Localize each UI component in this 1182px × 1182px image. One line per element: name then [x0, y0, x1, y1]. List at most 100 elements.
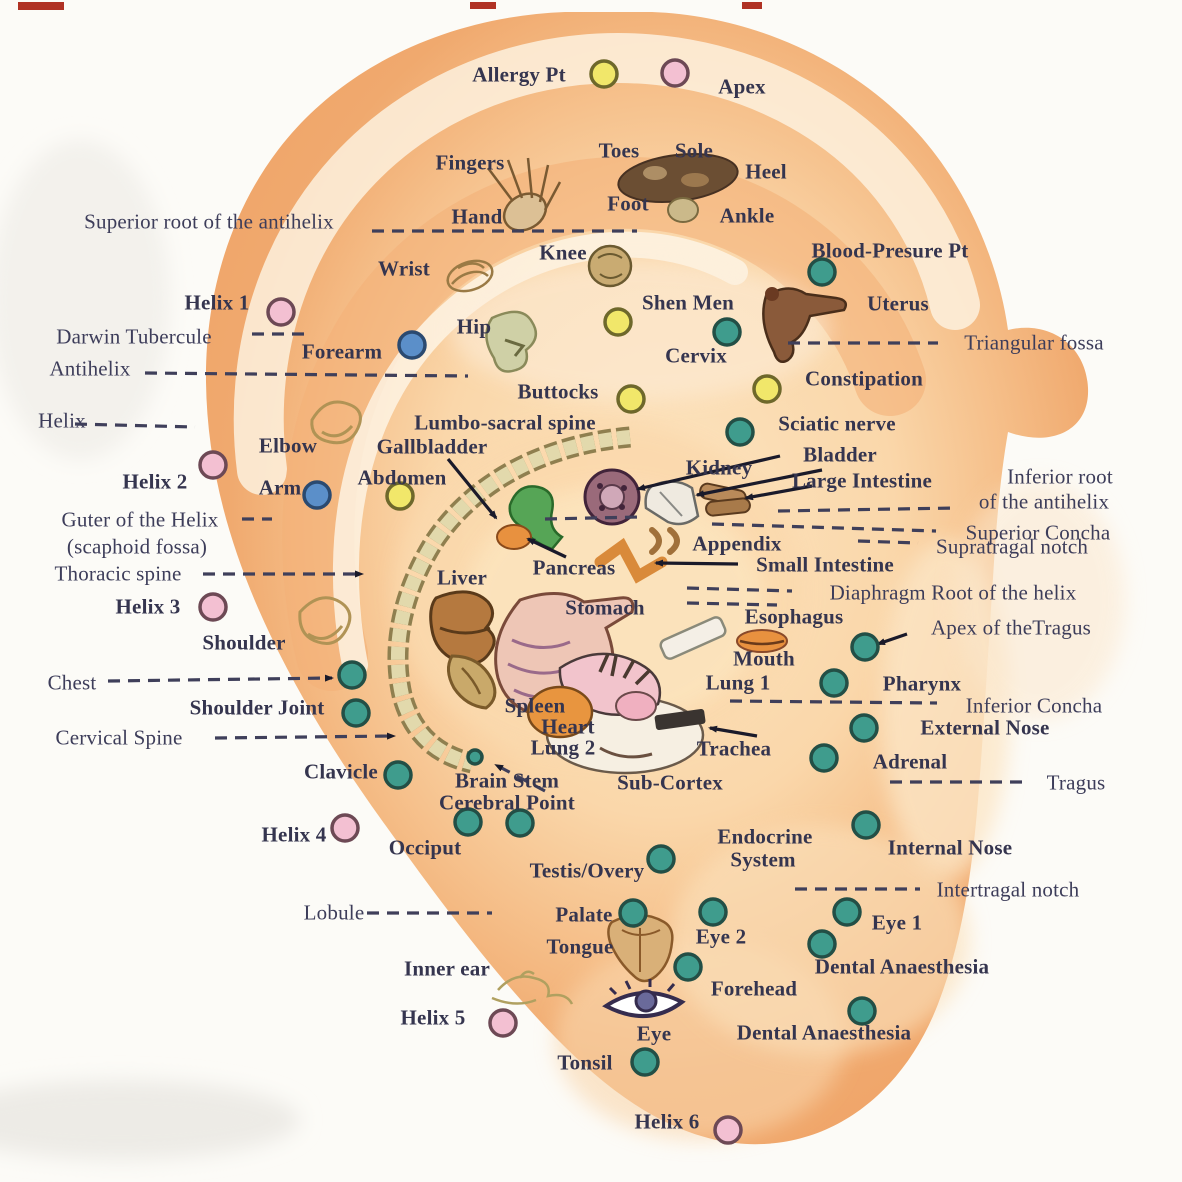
- eye-illustration: [602, 979, 686, 1018]
- ear-antihelix-highlight: [332, 231, 748, 678]
- scan-artifact: [470, 2, 496, 9]
- cervix-point: [712, 317, 742, 347]
- external-nose-point: [849, 713, 879, 743]
- label-helix-6: Helix 6: [634, 1109, 700, 1134]
- label-lung-2: Lung 2: [530, 735, 596, 760]
- leader-superior-concha: [711, 522, 937, 533]
- spleen-illustration: [447, 654, 497, 710]
- arrow-small-intestine: [654, 559, 739, 567]
- label-hand: Hand: [451, 204, 503, 229]
- label-constipation: Constipation: [805, 366, 923, 391]
- label-heart: Heart: [541, 714, 595, 739]
- label-abdomen: Abdomen: [357, 465, 447, 490]
- elbow-illustration: [310, 400, 362, 445]
- label-mouth: Mouth: [733, 646, 795, 671]
- label-supratragal-notch: Supratragal notch: [935, 534, 1089, 559]
- label-lumbo-sacral-spine: Lumbo-sacral spine: [414, 410, 596, 435]
- label-dental-anaesthesia-2: Dental Anaesthesia: [736, 1020, 912, 1045]
- label-triangular-fossa: Triangular fossa: [964, 330, 1104, 355]
- label-arm: Arm: [258, 475, 302, 500]
- label-tonsil: Tonsil: [557, 1050, 613, 1075]
- adrenal-point: [809, 743, 839, 773]
- label-diaphragm-root: Diaphragm Root of the helix: [829, 580, 1077, 605]
- wrist-illustration: [446, 259, 494, 293]
- label-clavicle: Clavicle: [304, 759, 378, 784]
- label-cervical-spine: Cervical Spine: [55, 725, 183, 750]
- dental-anaesthesia-1-point: [807, 929, 837, 959]
- eye-2-point: [698, 897, 728, 927]
- label-small-intestine: Small Intestine: [756, 552, 894, 577]
- label-spleen: Spleen: [504, 693, 566, 718]
- label-bladder: Bladder: [803, 442, 877, 467]
- label-external-nose: External Nose: [920, 715, 1050, 740]
- leader-helix: [74, 422, 196, 429]
- label-apex-of-tragus: Apex of theTragus: [930, 615, 1092, 640]
- mouth-illustration: [736, 629, 788, 653]
- liver-illustration: [429, 590, 496, 666]
- apex-of-tragus-point: [850, 632, 880, 662]
- hand-illustration: [487, 157, 562, 232]
- arrow-bladder-to-bladder: [695, 468, 823, 498]
- ear-fossa-light: [450, 260, 830, 400]
- label-superior-root: Superior root of the antihelix: [84, 209, 334, 234]
- label-helix-3: Helix 3: [115, 594, 181, 619]
- leader-chest: [107, 674, 334, 683]
- inner-ear-illustration: [491, 970, 574, 1005]
- label-esophagus: Esophagus: [744, 604, 844, 629]
- label-hip: Hip: [456, 314, 492, 339]
- label-forehead: Forehead: [710, 976, 798, 1001]
- arrow-large-intestine: [744, 484, 813, 501]
- brain-stem-point: [466, 748, 484, 766]
- label-helix-2: Helix 2: [122, 469, 188, 494]
- label-intertragal-notch: Intertragal notch: [936, 877, 1080, 902]
- label-knee: Knee: [539, 240, 587, 265]
- arrow-trachea: [708, 725, 758, 738]
- blood-presure-point: [807, 257, 837, 287]
- label-sciatic-nerve: Sciatic nerve: [778, 411, 896, 436]
- label-shoulder-joint: Shoulder Joint: [189, 695, 325, 720]
- label-helix-4: Helix 4: [261, 822, 327, 847]
- label-shen-men: Shen Men: [641, 290, 735, 315]
- knee-illustration: [587, 244, 633, 288]
- arrow-bladder-to-kidney: [636, 454, 781, 491]
- label-foot: Foot: [607, 191, 649, 216]
- eye-1-point: [832, 897, 862, 927]
- sciatic-nerve-point: [725, 417, 755, 447]
- label-lung-1: Lung 1: [705, 670, 771, 695]
- shoulder-joint-point: [341, 698, 371, 728]
- helix-3-point: [198, 592, 228, 622]
- label-superior-concha: Superior Concha: [965, 520, 1111, 545]
- arrow-apex-of-tragus: [876, 632, 908, 646]
- label-thoracic-spine: Thoracic spine: [54, 561, 182, 586]
- occiput-point: [453, 807, 483, 837]
- label-large-intestine: Large Intestine: [791, 468, 933, 493]
- scan-artifact: [18, 2, 64, 10]
- label-liver: Liver: [437, 565, 487, 590]
- label-inferior-root-1: Inferior root: [1007, 464, 1113, 489]
- label-blood-presure-pt: Blood-Presure Pt: [811, 238, 969, 263]
- label-sub-cortex: Sub-Cortex: [617, 770, 723, 795]
- buttocks-point: [616, 384, 646, 414]
- helix-4-point: [330, 813, 360, 843]
- label-darwin-tubercule: Darwin Tubercule: [56, 324, 212, 349]
- palate-point: [618, 898, 648, 928]
- label-pharynx: Pharynx: [882, 671, 962, 696]
- label-cervix: Cervix: [665, 343, 727, 368]
- arrow-gallbladder: [446, 457, 498, 520]
- label-testis-overy: Testis/Overy: [529, 858, 645, 883]
- testis-overy-point: [646, 844, 676, 874]
- helix-5-point: [488, 1008, 518, 1038]
- label-helix-5: Helix 5: [400, 1005, 466, 1030]
- page-smudge: [0, 140, 170, 460]
- leader-kidney-underline: [544, 515, 641, 521]
- foot-sole-illustration: [617, 153, 739, 223]
- small-intestine-illustration: [594, 537, 668, 584]
- label-gallbladder: Gallbladder: [376, 434, 488, 459]
- leader-diaphragm-2: [686, 601, 778, 607]
- label-cerebral-point: Cerebral Point: [439, 790, 575, 815]
- apex-point: [660, 58, 690, 88]
- label-eye-1: Eye 1: [871, 910, 923, 935]
- label-endocrine: Endocrine: [717, 824, 813, 849]
- label-adrenal: Adrenal: [872, 749, 948, 774]
- label-forearm: Forearm: [301, 339, 383, 364]
